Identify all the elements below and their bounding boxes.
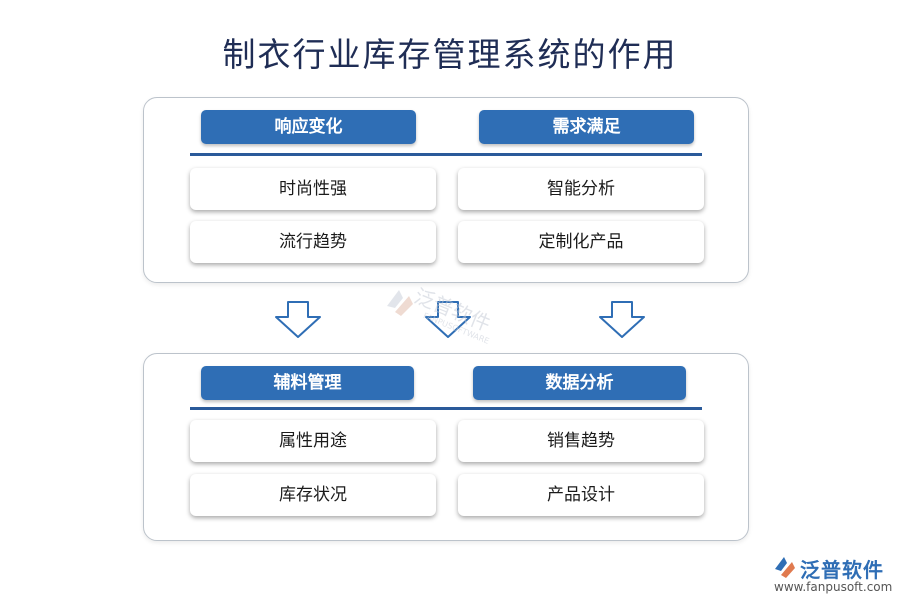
- fanpu-watermark-icon: [387, 290, 413, 316]
- item-customized-product: 定制化产品: [458, 221, 704, 263]
- top-divider: [190, 153, 702, 156]
- down-arrow-icon: [275, 301, 321, 338]
- item-inventory-status: 库存状况: [190, 474, 436, 516]
- header-data-analysis: 数据分析: [473, 366, 686, 400]
- item-smart-analysis: 智能分析: [458, 168, 704, 210]
- logo-url: www.fanpusoft.com: [774, 580, 893, 594]
- bottom-panel: 辅料管理 数据分析 属性用途 库存状况 销售趋势 产品设计: [143, 353, 749, 541]
- fanpu-logo: 泛普软件 www.fanpusoft.com: [772, 550, 897, 596]
- down-arrow-icon: [425, 301, 471, 338]
- item-trend: 流行趋势: [190, 221, 436, 263]
- down-arrow-icon: [599, 301, 645, 338]
- header-demand-satisfaction: 需求满足: [479, 110, 694, 144]
- item-fashion: 时尚性强: [190, 168, 436, 210]
- watermark: 泛普软件 FANPUSOFTWARE: [383, 280, 523, 350]
- fanpu-logo-icon: [775, 557, 795, 578]
- item-attribute-use: 属性用途: [190, 420, 436, 462]
- top-panel: 响应变化 需求满足 时尚性强 流行趋势 智能分析 定制化产品: [143, 97, 749, 283]
- bottom-divider: [190, 407, 702, 410]
- item-sales-trend: 销售趋势: [458, 420, 704, 462]
- item-product-design: 产品设计: [458, 474, 704, 516]
- header-response-change: 响应变化: [201, 110, 416, 144]
- header-accessory-management: 辅料管理: [201, 366, 414, 400]
- logo-name: 泛普软件: [800, 558, 884, 582]
- diagram-title: 制衣行业库存管理系统的作用: [222, 35, 678, 74]
